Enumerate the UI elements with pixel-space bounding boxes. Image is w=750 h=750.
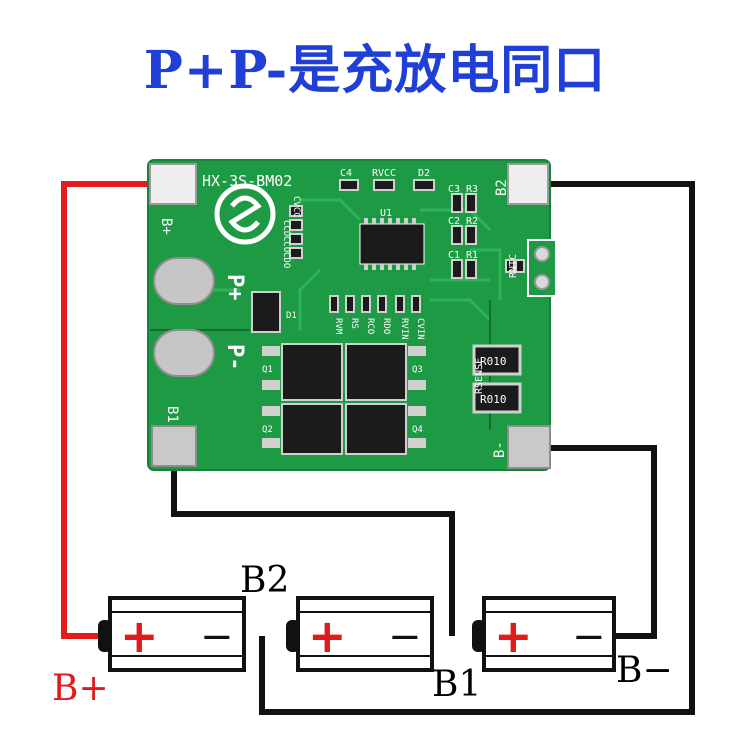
wire-b-plus <box>61 181 160 639</box>
silk-q2: Q2 <box>262 425 273 435</box>
silk-cdo: CDO <box>281 252 291 268</box>
label-b-minus: B− <box>616 650 673 691</box>
silk-rntc: RNTC <box>508 254 519 278</box>
silk-ccd: CCD <box>281 220 291 236</box>
silk-r3: R3 <box>466 184 478 195</box>
pad-p-plus <box>153 257 215 305</box>
shunt-resistor-2 <box>472 382 522 414</box>
silk-rco: RCO <box>365 318 375 334</box>
silk-p-plus: P+ <box>222 274 247 301</box>
silk-rdo: RDO <box>381 318 391 334</box>
silk-shunt-2: R010 <box>480 393 507 406</box>
silk-shunt-1: R010 <box>480 355 507 368</box>
silk-u1: U1 <box>380 208 392 219</box>
silk-pad-b-minus: B- <box>492 441 508 458</box>
battery-1: + − <box>98 596 246 672</box>
pad-b2 <box>507 163 549 205</box>
label-b-plus: B+ <box>52 668 109 709</box>
pcb-logo-icon <box>214 183 276 245</box>
silk-cvcc: CVCC <box>291 196 301 218</box>
label-b1: B1 <box>432 664 482 705</box>
pad-b-plus <box>149 163 197 205</box>
wire-b1 <box>171 452 455 636</box>
diode-d1 <box>251 291 281 333</box>
silk-r1: R1 <box>466 250 478 261</box>
bms-pcb: HX-3S-BM02 B+ B2 B1 B- P+ P- C4 RVCC D2 … <box>147 159 557 471</box>
wire-b2 <box>259 181 695 715</box>
silk-rvm: RVM <box>333 318 343 335</box>
silk-c4: C4 <box>340 168 352 179</box>
battery-3: + − <box>472 596 616 672</box>
silk-d1: D1 <box>286 311 297 321</box>
silk-pad-b1: B1 <box>164 406 180 423</box>
battery-3-minus: − <box>572 614 606 660</box>
board-model: HX-3S-BM02 <box>202 172 292 190</box>
silk-rsense: RSENSE <box>474 358 485 394</box>
silk-p-minus: P- <box>222 344 247 371</box>
silk-q4: Q4 <box>412 425 423 435</box>
silk-cvin: CVIN <box>415 318 425 340</box>
battery-2-plus: + <box>308 609 347 663</box>
page-title: P+P-是充放电同口 <box>143 40 607 101</box>
silk-c1: C1 <box>448 250 460 261</box>
silk-q3: Q3 <box>412 365 423 375</box>
battery-1-plus: + <box>120 609 159 663</box>
pad-b-minus <box>507 425 551 469</box>
battery-2: + − <box>286 596 434 672</box>
pcb-board <box>147 159 551 471</box>
mosfet-group <box>262 343 426 455</box>
silk-d2: D2 <box>418 168 430 179</box>
pad-b1 <box>151 425 197 467</box>
silk-c3: C3 <box>448 184 460 195</box>
silk-rvin: RVIN <box>399 318 409 340</box>
silk-r2: R2 <box>466 216 478 227</box>
label-b2: B2 <box>240 560 290 601</box>
silk-q1: Q1 <box>262 365 273 375</box>
battery-1-minus: − <box>200 614 234 660</box>
silk-c2: C2 <box>448 216 460 227</box>
silk-cco: CCO <box>281 236 291 252</box>
battery-3-plus: + <box>494 609 533 663</box>
ic-u1 <box>359 223 425 265</box>
silk-rvcc: RVCC <box>372 168 396 179</box>
pad-p-minus <box>153 329 215 377</box>
silk-pad-b2: B2 <box>494 179 510 196</box>
shunt-resistor-1 <box>472 344 522 376</box>
silk-rs: RS <box>349 318 359 329</box>
wire-b-minus <box>540 445 657 639</box>
battery-2-minus: − <box>388 614 422 660</box>
silk-pad-b-plus: B+ <box>158 218 174 235</box>
